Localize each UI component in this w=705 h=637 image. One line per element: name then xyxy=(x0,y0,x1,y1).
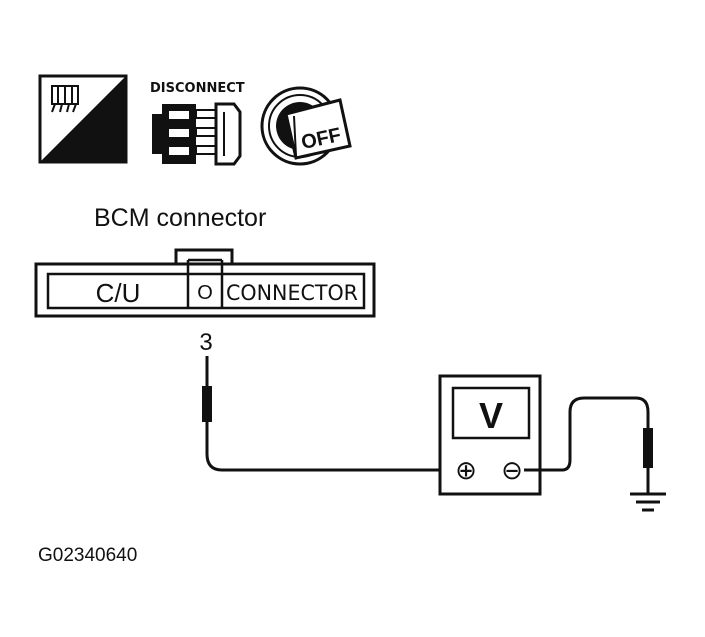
connector-sketch-icon xyxy=(51,85,79,113)
positive-probe xyxy=(202,356,212,454)
ground-probe xyxy=(643,428,653,494)
terminal-number: 3 xyxy=(199,329,212,356)
connector-right-label: CONNECTOR xyxy=(226,281,358,305)
positive-lead-wire xyxy=(205,453,455,472)
connector-center-label: O xyxy=(197,282,213,304)
positive-terminal: ⊕ xyxy=(455,455,477,485)
negative-lead-wire xyxy=(524,396,650,472)
negative-terminal: ⊖ xyxy=(501,455,523,485)
bcm-connector xyxy=(34,248,376,318)
voltmeter: V ⊕ ⊖ xyxy=(438,374,542,496)
connector-left-label: C/U xyxy=(96,278,141,308)
harness-side-icon: H.S. xyxy=(38,74,128,164)
harness-side-text: H.S. xyxy=(78,139,117,161)
figure-id: G02340640 xyxy=(38,545,137,566)
disconnect-icon: DISCONNECT xyxy=(150,81,245,166)
connector-title: BCM connector xyxy=(94,204,266,232)
voltmeter-label: V xyxy=(479,395,503,436)
ground-symbol-icon xyxy=(630,492,666,512)
ignition-off-icon: OFF xyxy=(260,86,352,166)
disconnect-label: DISCONNECT xyxy=(150,81,245,96)
